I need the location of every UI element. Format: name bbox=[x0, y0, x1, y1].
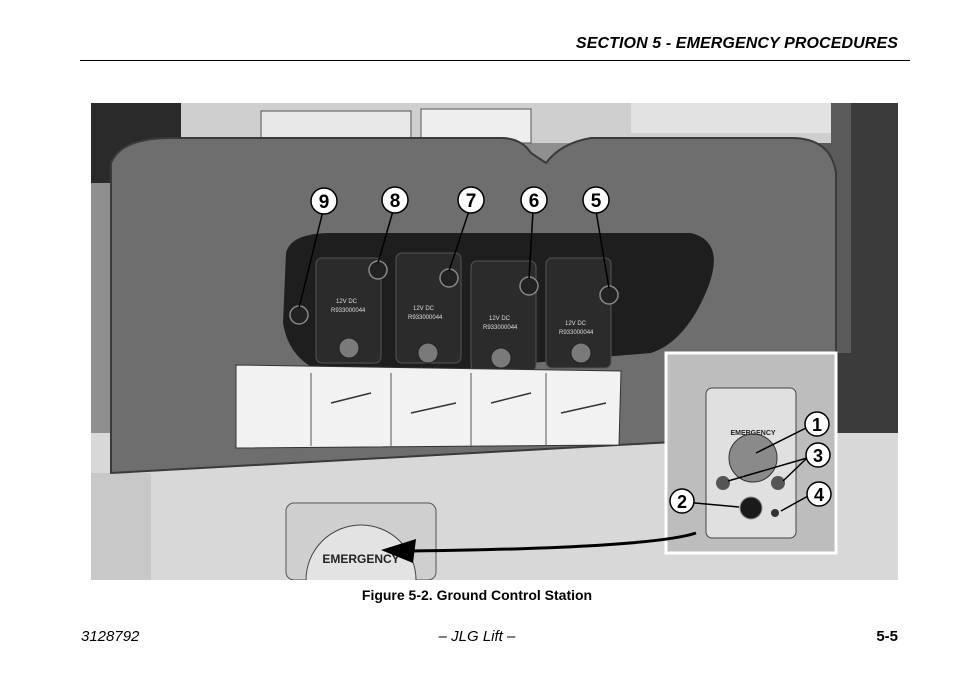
solenoid-label-part: R933000044 bbox=[331, 308, 366, 314]
solenoid-label-voltage: 12V DC bbox=[489, 316, 511, 322]
callout-2: 2 bbox=[677, 492, 687, 512]
page-number: 5-5 bbox=[876, 628, 898, 645]
callout-9: 9 bbox=[319, 192, 330, 213]
solenoid-label-part: R933000044 bbox=[483, 325, 518, 331]
solenoid-label-voltage: 12V DC bbox=[413, 306, 435, 312]
inset-emergency-label: EMERGENCY bbox=[730, 430, 775, 437]
solenoid-label-voltage: 12V DC bbox=[336, 299, 358, 305]
emergency-button-label: EMERGENCY bbox=[322, 552, 399, 566]
callout-8: 8 bbox=[390, 191, 401, 212]
solenoid-label-part: R933000044 bbox=[559, 330, 594, 336]
section-header: SECTION 5 - EMERGENCY PROCEDURES bbox=[575, 35, 898, 52]
callout-7: 7 bbox=[466, 191, 477, 212]
figure-caption: Figure 5-2. Ground Control Station bbox=[361, 587, 593, 603]
callout-1: 1 bbox=[812, 415, 822, 435]
callout-5: 5 bbox=[591, 191, 602, 212]
header-divider bbox=[80, 60, 910, 61]
callout-3: 3 bbox=[813, 446, 823, 466]
callout-6: 6 bbox=[529, 191, 540, 212]
ground-control-station-photo: 12V DC R933000044 12V DC R933000044 12V … bbox=[91, 103, 898, 580]
doc-number: 3128792 bbox=[81, 628, 140, 645]
solenoid-label-voltage: 12V DC bbox=[565, 321, 587, 327]
solenoid-label-part: R933000044 bbox=[408, 315, 443, 321]
footer-brand: – JLG Lift – bbox=[438, 628, 516, 645]
callout-4: 4 bbox=[814, 485, 824, 505]
